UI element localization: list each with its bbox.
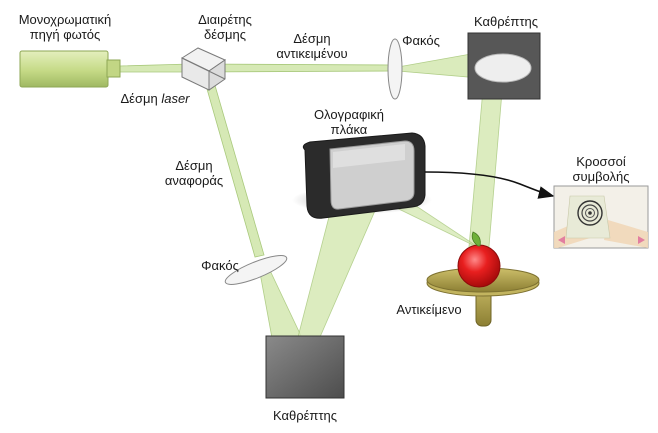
label-reference-beam-line1: Δέσμη	[175, 158, 213, 173]
right-arrow-icon	[638, 236, 645, 244]
label-lens-bottom-text: Φακός	[201, 258, 239, 273]
label-laser-beam-prefix: Δέσμη	[120, 91, 158, 106]
label-lens-top-text: Φακός	[402, 33, 440, 48]
label-fringes-line2: συμβολής	[572, 169, 630, 184]
left-arrow-icon	[558, 236, 565, 244]
label-holo-plate: Ολογραφική πλάκα	[303, 107, 395, 137]
light-source-nozzle	[106, 59, 121, 78]
label-lens-top: Φακός	[396, 33, 446, 48]
beam-splitter	[180, 47, 227, 91]
lens-top	[387, 38, 403, 100]
label-object-beam-line2: αντικειμένου	[276, 46, 348, 61]
fringes-inset	[553, 185, 649, 249]
label-light-source: Μονοχρωματική πηγή φωτός	[2, 12, 128, 42]
label-holo-plate-line1: Ολογραφική	[313, 107, 385, 122]
label-laser-beam-word: laser	[161, 91, 190, 106]
lens-bottom	[224, 255, 288, 285]
mirror-bottom	[265, 335, 345, 399]
apple-leaf-icon	[471, 231, 481, 247]
object-apple	[457, 231, 501, 288]
label-reference-beam-line2: αναφοράς	[164, 173, 224, 188]
label-beam-splitter-line1: Διαιρέτης	[198, 12, 252, 27]
label-mirror-bottom-text: Καθρέπτης	[272, 408, 338, 423]
label-fringes: Κροσσοί συμβολής	[554, 154, 648, 184]
label-laser-beam: Δέσμη laser	[110, 91, 200, 106]
label-holo-plate-line2: πλάκα	[330, 122, 368, 137]
label-object: Αντικείμενο	[384, 302, 474, 317]
object-illumination-beam	[467, 77, 504, 259]
label-object-text: Αντικείμενο	[396, 302, 462, 317]
label-light-source-line1: Μονοχρωματική	[18, 12, 112, 27]
holographic-plate	[292, 132, 432, 219]
label-mirror-top-text: Καθρέπτης	[473, 14, 539, 29]
label-reference-beam: Δέσμη αναφοράς	[156, 158, 232, 188]
callout-arrow	[424, 171, 555, 199]
laser-beam	[119, 63, 191, 73]
label-object-beam: Δέσμη αντικειμένου	[262, 31, 362, 61]
label-object-beam-line1: Δέσμη	[293, 31, 331, 46]
label-mirror-top: Καθρέπτης	[466, 14, 546, 29]
label-mirror-bottom: Καθρέπτης	[262, 408, 348, 423]
label-beam-splitter: Διαιρέτης δέσμης	[185, 12, 265, 42]
light-source	[19, 50, 109, 88]
label-fringes-line1: Κροσσοί	[576, 154, 626, 169]
mirror-top	[467, 32, 541, 100]
label-light-source-line2: πηγή φωτός	[29, 27, 101, 42]
label-beam-splitter-line2: δέσμης	[203, 27, 247, 42]
label-lens-bottom: Φακός	[193, 258, 247, 273]
